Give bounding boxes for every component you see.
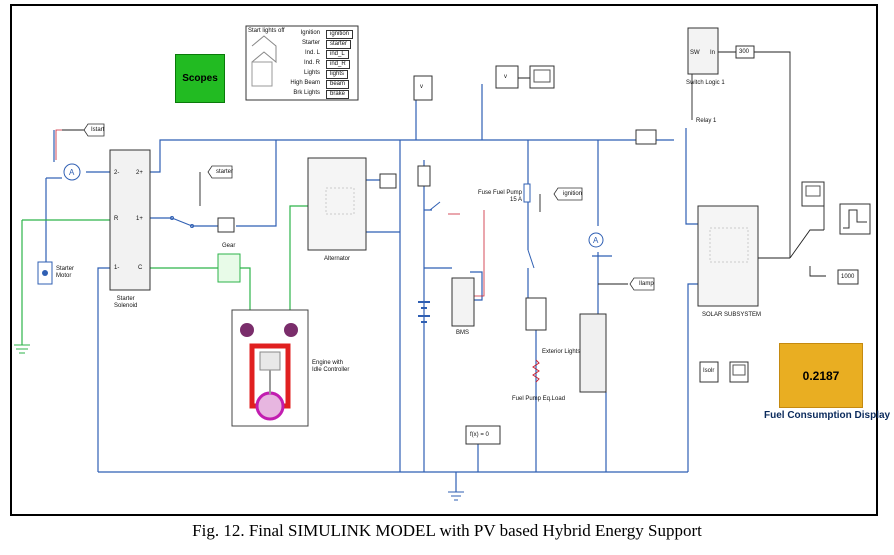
voltage-sensor bbox=[413, 75, 433, 101]
gear-block bbox=[217, 253, 241, 283]
ignition-tag: ignition bbox=[563, 191, 583, 197]
engine-graphic bbox=[231, 309, 309, 427]
const-1000: 1000 bbox=[841, 274, 855, 280]
const-block bbox=[735, 45, 755, 59]
fuel-pump-load-label: Fuel Pump Eq.Load bbox=[512, 396, 566, 402]
starter-solenoid-block bbox=[109, 149, 151, 291]
fuel-consumption-value: 0.2187 bbox=[779, 343, 863, 408]
signal-label: High Beam bbox=[290, 80, 320, 86]
solenoid-port-1plus: 1+ bbox=[136, 216, 143, 222]
bms-block bbox=[451, 277, 475, 327]
fuel-pump-sensor bbox=[525, 297, 547, 331]
ilamp-tag: Ilamp bbox=[639, 281, 654, 287]
switch-logic-block bbox=[687, 27, 719, 75]
fx-label: f(x) = 0 bbox=[470, 432, 489, 438]
solenoid-port-2plus: 2+ bbox=[136, 170, 143, 176]
starter-motor-icon bbox=[37, 261, 53, 285]
ground-icon bbox=[448, 491, 464, 501]
signal-label: Ind. R bbox=[303, 60, 320, 66]
solar-subsystem-block bbox=[697, 205, 759, 307]
solenoid-port-2minus: 2- bbox=[114, 170, 120, 176]
signal-tag: beam bbox=[326, 80, 350, 89]
switch-in-port: In bbox=[710, 50, 716, 56]
solar-subsystem-label: SOLAR SUBSYSTEM bbox=[702, 312, 762, 318]
start-lights-label: Start lights off bbox=[248, 28, 285, 34]
signal-wire bbox=[809, 266, 826, 277]
const-block bbox=[837, 269, 859, 285]
alternator-block bbox=[307, 157, 367, 251]
signal-builder bbox=[839, 203, 871, 235]
signal-tag: ignition bbox=[326, 30, 354, 39]
signal-tag: starter bbox=[326, 40, 352, 49]
ammeter-icon bbox=[588, 232, 604, 248]
starter-tag: starter bbox=[216, 169, 234, 175]
switch-sw-port: SW bbox=[690, 50, 700, 56]
bus-wire bbox=[236, 140, 277, 227]
signal-label: Ignition bbox=[300, 30, 320, 36]
const-300: 300 bbox=[739, 49, 750, 55]
starter-motor-label: Starter Motor bbox=[56, 266, 75, 279]
ground-icon bbox=[14, 344, 30, 354]
signal-label: Lights bbox=[303, 70, 320, 76]
fuse-label: Fuse Fuel Pump 15 A bbox=[478, 190, 523, 203]
signal-tag: brake bbox=[326, 90, 350, 99]
voltage-sensor bbox=[495, 65, 519, 89]
current-sensor bbox=[635, 129, 657, 145]
starter-solenoid-label: Starter Solenoid bbox=[114, 296, 138, 309]
voltage-label-2: v bbox=[504, 74, 507, 80]
figure-caption: Fig. 12. Final SIMULINK MODEL with PV ba… bbox=[192, 521, 702, 540]
fuel-consumption-title: Fuel Consumption Display bbox=[764, 410, 891, 421]
engine-label: Engine with Idle Controller bbox=[312, 360, 350, 373]
signal-label: Ind. L bbox=[304, 50, 320, 56]
ammeter-icon bbox=[63, 163, 81, 181]
solenoid-port-r: R bbox=[114, 216, 119, 222]
bus-wire bbox=[150, 139, 636, 173]
sensor-block bbox=[417, 165, 431, 187]
signal-wire bbox=[789, 229, 824, 259]
signal-label: Starter bbox=[301, 40, 320, 46]
bus-wire bbox=[685, 128, 698, 225]
mechanical-link bbox=[240, 267, 251, 310]
isolr-block bbox=[699, 361, 719, 383]
bus-wire bbox=[687, 283, 698, 472]
exterior-lights-label: Exterior Lights bbox=[542, 349, 581, 355]
bms-label: BMS bbox=[456, 330, 470, 336]
voltage-label-1: v bbox=[420, 84, 423, 90]
switch-logic-label: Switch Logic 1 bbox=[686, 80, 725, 86]
istart-tag: Istart bbox=[91, 127, 105, 133]
control-wire bbox=[55, 129, 62, 160]
signal-tag: ind_L bbox=[326, 50, 349, 59]
solenoid-port-c: C bbox=[138, 265, 143, 271]
fuel-pump-load-resistor bbox=[532, 359, 540, 383]
fx-block bbox=[465, 425, 501, 445]
battery-icon bbox=[418, 301, 430, 323]
isolr-label: Isolr bbox=[703, 368, 715, 374]
control-wire bbox=[474, 210, 485, 297]
mechanical-link bbox=[289, 205, 308, 310]
current-sensor bbox=[217, 217, 235, 233]
bus-wire bbox=[470, 271, 483, 301]
solenoid-port-1minus: 1- bbox=[114, 265, 120, 271]
signal-tag: lights bbox=[326, 70, 349, 79]
signal-tag: ind_R bbox=[326, 60, 350, 69]
switch-icon bbox=[170, 201, 535, 269]
bus-wire bbox=[97, 267, 110, 472]
relay-label: Relay 1 bbox=[696, 118, 717, 124]
current-sensor bbox=[379, 173, 397, 189]
gear-label: Gear bbox=[222, 243, 236, 249]
signal-label: Brk Lights bbox=[293, 90, 320, 96]
tag-shapes bbox=[83, 123, 655, 291]
svg-text:A: A bbox=[69, 168, 75, 177]
alternator-label: Alternator bbox=[324, 256, 351, 262]
exterior-lights-block bbox=[579, 313, 607, 393]
svg-text:A: A bbox=[593, 236, 599, 245]
scopes-button[interactable]: Scopes bbox=[175, 54, 225, 103]
fuse-block bbox=[523, 183, 531, 203]
